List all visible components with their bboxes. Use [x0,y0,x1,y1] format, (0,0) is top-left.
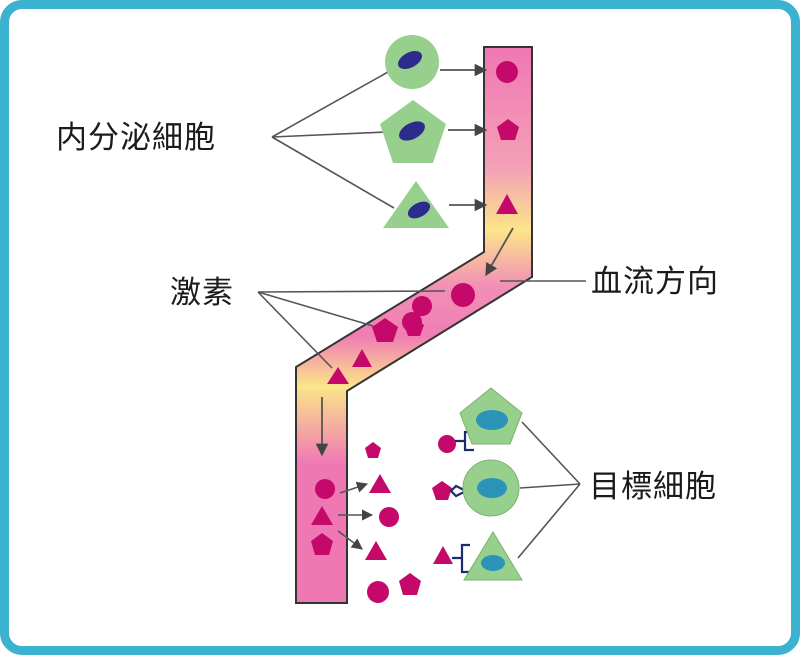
flow-arrows [315,227,514,457]
target-label-leaders [517,421,581,559]
endocrine-cell-triangle [383,181,449,228]
hormone-label: 激素 [170,275,234,311]
hormones-at-receptors [432,435,456,564]
endocrine-cell-pentagon [380,100,446,163]
endocrine-label-leaders [271,71,395,209]
target-cell-round [462,459,520,517]
secretion-arrows [440,63,488,212]
target-cell-triangle [463,531,523,581]
diffusion-arrows [337,481,374,550]
endocrine-cell-label: 内分泌細胞 [56,120,216,156]
hormones-in-vessel [311,61,519,555]
target-cell-pentagon [459,387,523,445]
hormones-outside-vessel [365,442,421,603]
target-cell-label: 目標細胞 [589,469,717,505]
blood-flow-label: 血流方向 [591,264,719,300]
endocrine-cell-round [385,35,439,89]
hormone-label-leaders [257,290,446,369]
